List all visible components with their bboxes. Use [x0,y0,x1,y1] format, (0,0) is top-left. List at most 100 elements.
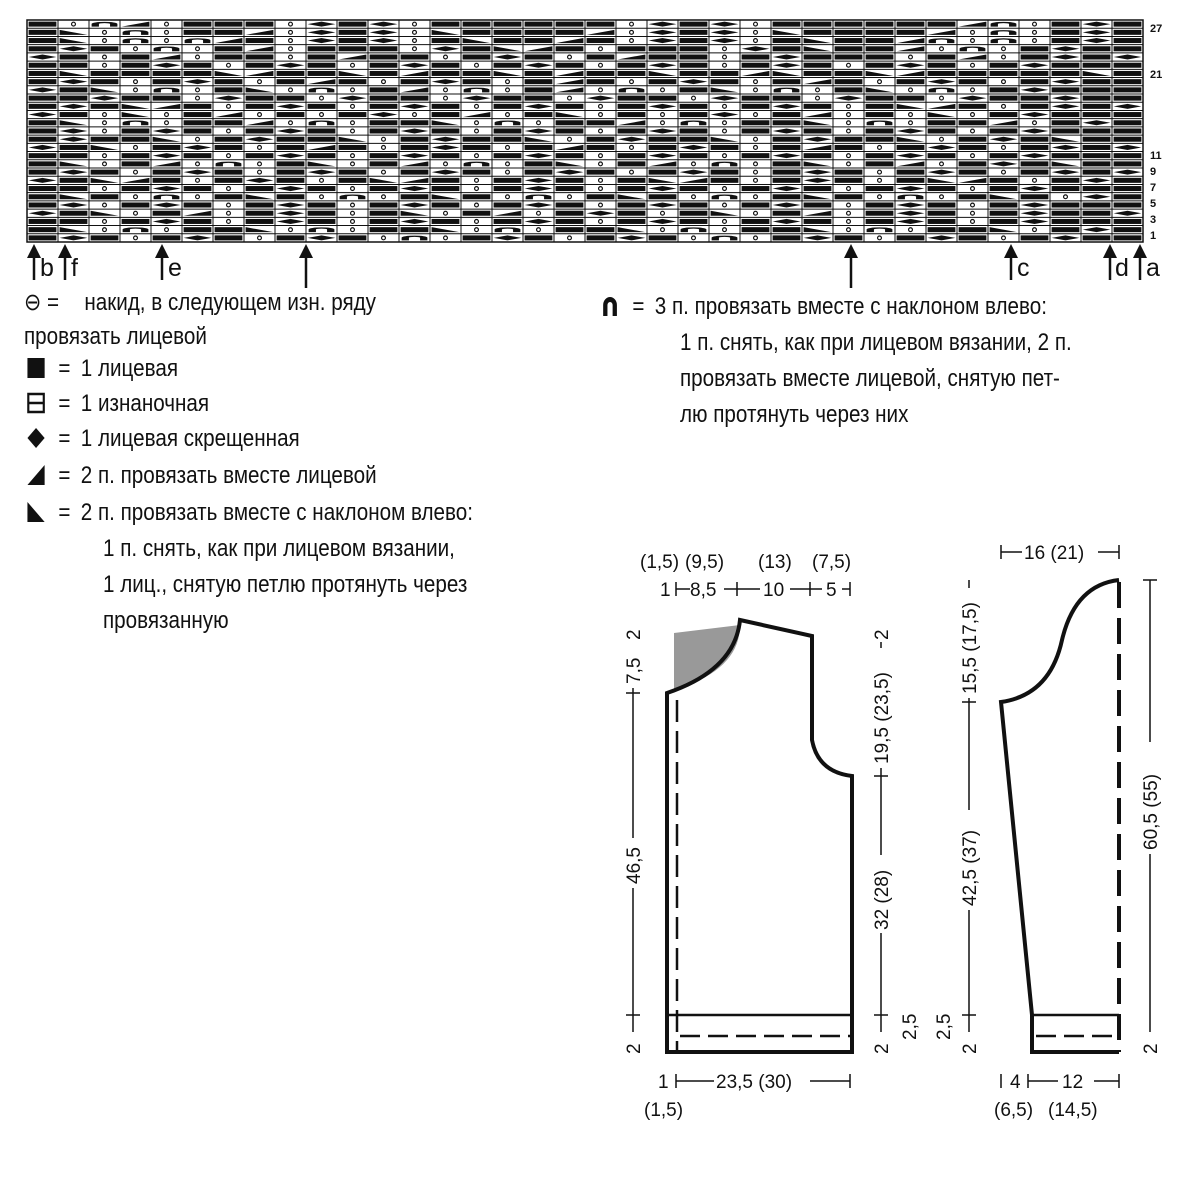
chart-cell-symbol [710,70,739,76]
chart-cell-symbol [152,169,181,175]
chart-cell-symbol [369,112,398,118]
chart-cell-symbol [1082,112,1111,118]
chart-cell-symbol [927,112,956,118]
chart-cell-symbol [989,194,1018,200]
chart-cell-symbol [648,21,677,27]
legend-twisted: =1 лицевая скрещенная [24,422,300,456]
chart-cell-symbol [401,235,428,241]
chart-cell-symbol [214,112,243,118]
chart-cell-symbol [586,169,615,175]
chart-cell-symbol [153,87,180,93]
chart-cell-symbol [194,161,201,167]
chart-cell-symbol [1051,112,1080,118]
chart-cell-symbol [927,210,956,216]
chart-cell-symbol [308,227,335,233]
chart-cell-symbol [772,235,801,241]
chart-cell-symbol [679,153,708,159]
chart-cell-symbol [462,21,491,27]
chart-cell-symbol [183,128,212,134]
chart-cell-symbol [659,120,666,126]
chart-cell-symbol [307,29,336,35]
chart-cell-symbol [1051,120,1080,126]
chart-cell-symbol [493,210,522,216]
chart-cell-symbol [183,79,212,85]
chart-cell-symbol [121,218,150,224]
chart-cell-symbol [958,70,987,76]
chart-cell-symbol [524,169,553,175]
chart-cell-symbol [772,227,801,233]
chart-cell-symbol [597,161,604,167]
chart-cell-symbol [524,38,553,44]
chart-cell-symbol [431,218,460,224]
chart-cell-symbol [845,112,852,118]
chart-cell-symbol [586,95,615,101]
chart-cell-symbol [1000,79,1007,85]
chart-cell-symbol [586,235,615,241]
chart-cell-symbol [648,62,677,68]
chart-cell-symbol [803,21,832,27]
chart-cell-symbol [132,87,139,93]
chart-cell-symbol [59,210,88,216]
row-number-11: 11 [1150,150,1162,162]
chart-cell-symbol [958,161,987,167]
chart-cell-symbol [535,227,542,233]
chart-cell-symbol [1113,38,1142,44]
chart-cell-symbol [865,136,894,142]
chart-cell-symbol [338,95,367,101]
chart-cell-symbol [710,95,739,101]
chart-cell-symbol [876,194,883,200]
chart-cell-symbol [463,87,490,93]
chart-cell-symbol [276,144,305,150]
chart-cell-symbol [1113,169,1142,175]
chart-cell-symbol [28,186,57,192]
chart-cell-symbol [1020,153,1049,159]
chart-cell-symbol [1082,79,1111,85]
chart-cell-symbol [648,95,677,101]
chart-cell-symbol [194,46,201,52]
marker-f: f [71,254,78,282]
chart-cell-symbol [989,202,1018,208]
chart-cell-symbol [586,79,615,85]
chart-cell-symbol [866,120,893,126]
chart-cell-symbol [101,29,108,35]
chart-cell-symbol [648,46,677,52]
chart-cell-symbol [1020,79,1049,85]
chart-cell-symbol [927,29,956,35]
chart-cell-symbol [938,194,945,200]
front-dim-right-25: 2,5 [900,1014,921,1040]
chart-cell-symbol [648,70,677,76]
chart-cell-symbol [132,194,139,200]
chart-cell-symbol [896,29,925,35]
chart-cell-symbol [59,38,88,44]
chart-cell-symbol [958,177,987,183]
chart-cell-symbol [1113,186,1142,192]
chart-cell-symbol [896,79,925,85]
chart-cell-symbol [803,38,832,44]
chart-cell-symbol [28,46,57,52]
chart-cell-symbol [1020,169,1049,175]
chart-cell-symbol [101,112,108,118]
chart-cell-symbol [214,235,243,241]
chart-cell-symbol [597,87,604,93]
front-dim-bottom-235: 23,5 (30) [716,1072,792,1093]
arrow-up-icon [1133,244,1147,280]
chart-cell-symbol [152,70,181,76]
chart-cell-symbol [431,46,460,52]
chart-cell-symbol [215,161,242,167]
chart-cell-symbol [814,95,821,101]
chart-cell-symbol [380,136,387,142]
chart-cell-symbol [989,95,1018,101]
chart-cell-symbol [659,210,666,216]
chart-cell-symbol [710,144,739,150]
chart-cell-symbol [1051,210,1080,216]
chart-cell-symbol [338,38,367,44]
chart-cell-symbol [524,87,553,93]
chart-cell-symbol [803,161,832,167]
chart-cell-symbol [256,169,263,175]
chart-cell-symbol [555,46,584,52]
chart-cell-symbol [752,87,759,93]
sleeve-dim-bottom-145: (14,5) [1048,1100,1098,1121]
chart-cell-symbol [969,202,976,208]
chart-cell-symbol [307,186,336,192]
chart-cell-symbol [121,103,150,109]
